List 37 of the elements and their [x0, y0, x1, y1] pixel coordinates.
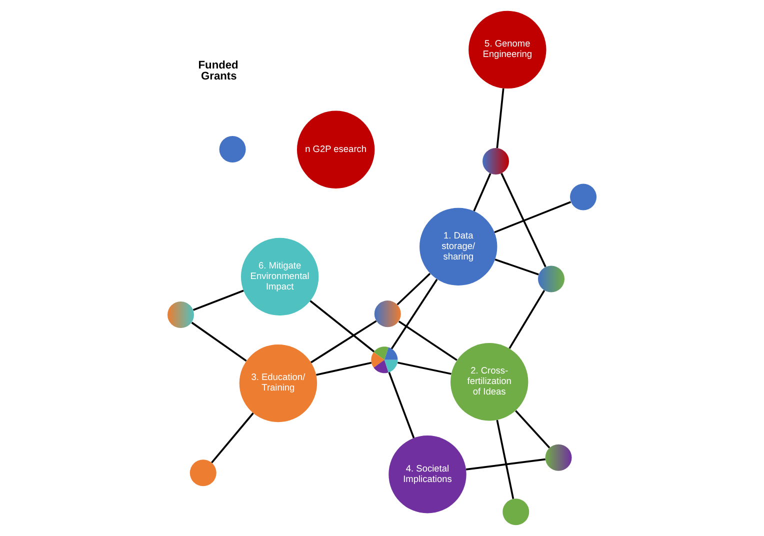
node-circle [167, 302, 194, 328]
node-circle [545, 444, 572, 471]
node-circle: 1. Data storage/ sharing [420, 208, 498, 286]
connector [396, 272, 431, 306]
node-circle: 3. Education/ Training [239, 344, 318, 422]
connector [515, 410, 550, 448]
node-circle: n G2P esearch [296, 110, 375, 188]
connector [508, 290, 546, 349]
node-circle: 5. Genome Engineering [468, 10, 546, 89]
connector [211, 412, 254, 464]
connector [466, 458, 546, 470]
connector [500, 172, 546, 268]
node-circle [538, 266, 564, 292]
connector [398, 320, 458, 361]
connector [191, 322, 247, 362]
connector [390, 278, 438, 350]
connector [496, 88, 504, 148]
node-circle: 2. Cross- fertilization of Ideas [450, 343, 528, 421]
node-circle [374, 300, 401, 328]
label: Funded Grants [198, 59, 238, 83]
connector [473, 173, 492, 212]
connector [397, 362, 452, 375]
connector [494, 258, 539, 276]
connector [388, 372, 415, 438]
connector [310, 320, 377, 364]
connector [494, 201, 572, 234]
connector [316, 362, 372, 376]
node-circle: 6. Mitigate Environmental Impact [240, 238, 319, 316]
connector [496, 420, 514, 499]
node-circle: 4. Societal Implications [388, 436, 466, 514]
node-circle [482, 148, 510, 174]
connector [192, 290, 244, 311]
node-circle [502, 498, 530, 526]
node-circle [570, 184, 597, 210]
node-circle [190, 460, 216, 486]
node-circle [219, 136, 246, 163]
connector [310, 300, 375, 352]
